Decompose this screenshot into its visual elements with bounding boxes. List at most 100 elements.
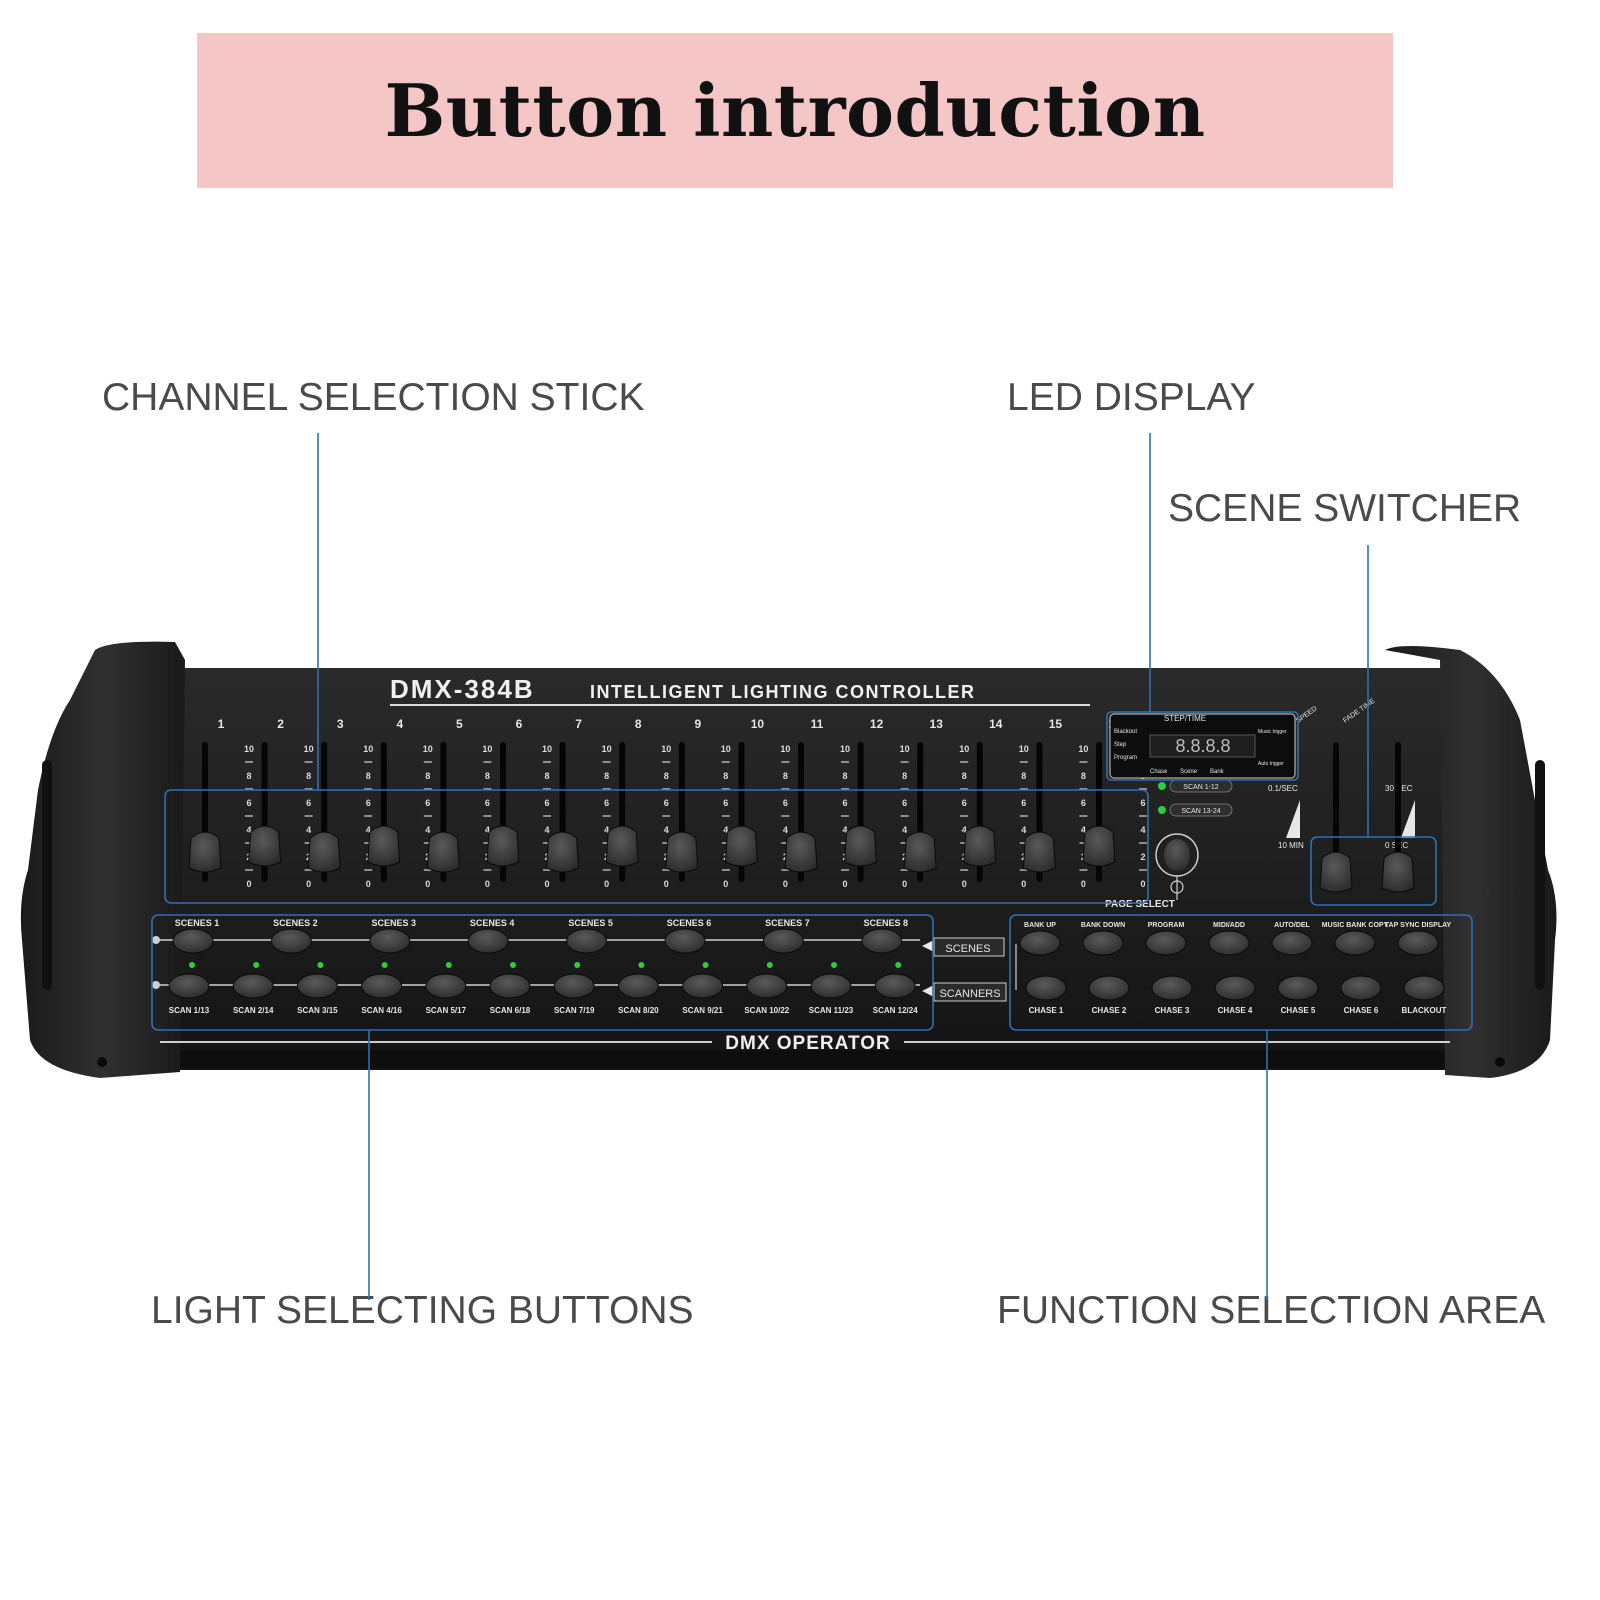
function-top-button-5[interactable] — [1271, 930, 1313, 956]
fade-time-knob[interactable] — [1381, 851, 1415, 893]
fader-knob-10[interactable] — [724, 825, 758, 867]
fader-scale-label: 0 — [1081, 879, 1086, 889]
fader-knob-11[interactable] — [784, 831, 818, 873]
fader-knob-7[interactable] — [546, 831, 580, 873]
led-readout: 8.8.8.8 — [1175, 736, 1230, 756]
scene-label-4: SCENES 4 — [470, 918, 515, 928]
fader-scale-label: 10 — [959, 744, 969, 754]
scene-button-2[interactable] — [270, 928, 312, 954]
fader-scale-label: 6 — [425, 798, 430, 808]
scene-button-7[interactable] — [762, 928, 804, 954]
scanner-button-1[interactable] — [168, 973, 210, 999]
title-banner: Button introduction — [197, 33, 1393, 188]
fader-scale-label: 6 — [366, 798, 371, 808]
fader-scale-label: 2 — [1140, 852, 1145, 862]
function-top-button-4[interactable] — [1208, 930, 1250, 956]
display-label-scene: Scene — [1180, 769, 1198, 775]
function-bottom-button-6[interactable] — [1340, 975, 1382, 1001]
function-bottom-button-2[interactable] — [1088, 975, 1130, 1001]
scanner-button-4[interactable] — [361, 973, 403, 999]
function-top-button-2[interactable] — [1082, 930, 1124, 956]
fader-scale-label: 10 — [423, 744, 433, 754]
function-top-button-3[interactable] — [1145, 930, 1187, 956]
model-name: DMX-384B — [390, 674, 535, 704]
function-bottom-button-3[interactable] — [1151, 975, 1193, 1001]
right-screw-icon — [1495, 1057, 1505, 1067]
fader-knob-13[interactable] — [903, 831, 937, 873]
scanners-tag: SCANNERS — [939, 988, 1000, 1000]
scanners-arrow-icon — [922, 985, 934, 997]
scanner-button-10[interactable] — [746, 973, 788, 999]
scan-page-label-1: SCAN 1-12 — [1183, 784, 1219, 791]
speed-range-max: 0.1/SEC — [1268, 784, 1298, 793]
scanner-label-4: SCAN 4/16 — [361, 1006, 402, 1015]
function-top-button-6[interactable] — [1334, 930, 1376, 956]
function-top-label-5: AUTO/DEL — [1274, 922, 1310, 929]
fader-scale-label: 8 — [723, 771, 728, 781]
right-rubber-bumper — [1385, 646, 1557, 1078]
scene-button-5[interactable] — [566, 928, 608, 954]
fader-scale-label: 4 — [425, 825, 430, 835]
scene-button-8[interactable] — [861, 928, 903, 954]
speed-wedge-icon — [1286, 800, 1300, 838]
function-bottom-label-4: CHASE 4 — [1218, 1006, 1253, 1015]
fade-fader-slot — [1395, 742, 1401, 882]
fader-knob-9[interactable] — [665, 831, 699, 873]
fader-scale-label: 8 — [962, 771, 967, 781]
channel-faders: 1108642021086420310864204108642051086420… — [188, 717, 1148, 889]
function-top-button-1[interactable] — [1019, 930, 1061, 956]
function-top-label-2: BANK DOWN — [1081, 922, 1125, 929]
function-bottom-button-7[interactable] — [1403, 975, 1445, 1001]
scanner-label-7: SCAN 7/19 — [554, 1006, 595, 1015]
fader-knob-15[interactable] — [1022, 831, 1056, 873]
fader-knob-4[interactable] — [367, 825, 401, 867]
scan-page-led-1 — [1158, 782, 1166, 790]
scene-button-3[interactable] — [369, 928, 411, 954]
scanner-button-11[interactable] — [810, 973, 852, 999]
scanner-led-2 — [253, 962, 260, 968]
channel-number-9: 9 — [694, 717, 701, 731]
fader-knob-16[interactable] — [1082, 825, 1116, 867]
highlight-channel-faders — [164, 789, 1149, 904]
fader-knob-1[interactable] — [188, 831, 222, 873]
left-bumper-groove — [42, 760, 52, 990]
scanner-button-12[interactable] — [874, 973, 916, 999]
footer-operator-label: DMX OPERATOR — [725, 1033, 890, 1054]
fader-knob-3[interactable] — [307, 831, 341, 873]
scene-button-1[interactable] — [172, 928, 214, 954]
scanners-rail-dot — [152, 981, 160, 989]
scanner-button-8[interactable] — [617, 973, 659, 999]
function-bottom-button-1[interactable] — [1025, 975, 1067, 1001]
fader-scale-label: 4 — [485, 825, 490, 835]
scanner-button-5[interactable] — [425, 973, 467, 999]
fader-knob-14[interactable] — [963, 825, 997, 867]
scene-button-6[interactable] — [664, 928, 706, 954]
fader-knob-12[interactable] — [844, 825, 878, 867]
speed-knob[interactable] — [1319, 851, 1353, 893]
fader-scale-label: 6 — [902, 798, 907, 808]
function-bottom-button-4[interactable] — [1214, 975, 1256, 1001]
fader-knob-8[interactable] — [605, 825, 639, 867]
fader-knob-6[interactable] — [486, 825, 520, 867]
fader-scale-label: 8 — [664, 771, 669, 781]
fader-scale-label: 6 — [544, 798, 549, 808]
scene-label-1: SCENES 1 — [175, 918, 220, 928]
fader-scale-label: 0 — [664, 879, 669, 889]
function-top-button-7[interactable] — [1397, 930, 1439, 956]
scanner-button-2[interactable] — [232, 973, 274, 999]
callout-channel-selection-stick: CHANNEL SELECTION STICK — [102, 376, 645, 419]
scanner-button-3[interactable] — [296, 973, 338, 999]
speed-fader-slot — [1333, 742, 1339, 882]
page-select-button[interactable] — [1164, 839, 1190, 871]
function-bottom-button-5[interactable] — [1277, 975, 1319, 1001]
scanner-button-7[interactable] — [553, 973, 595, 999]
scenes-tag: SCENES — [945, 943, 990, 955]
fader-knob-2[interactable] — [248, 825, 282, 867]
fader-scale-label: 10 — [482, 744, 492, 754]
fader-knob-5[interactable] — [426, 831, 460, 873]
scanner-button-9[interactable] — [682, 973, 724, 999]
scene-button-4[interactable] — [467, 928, 509, 954]
scanner-button-6[interactable] — [489, 973, 531, 999]
fader-scale-label: 4 — [902, 825, 907, 835]
channel-number-7: 7 — [575, 717, 582, 731]
